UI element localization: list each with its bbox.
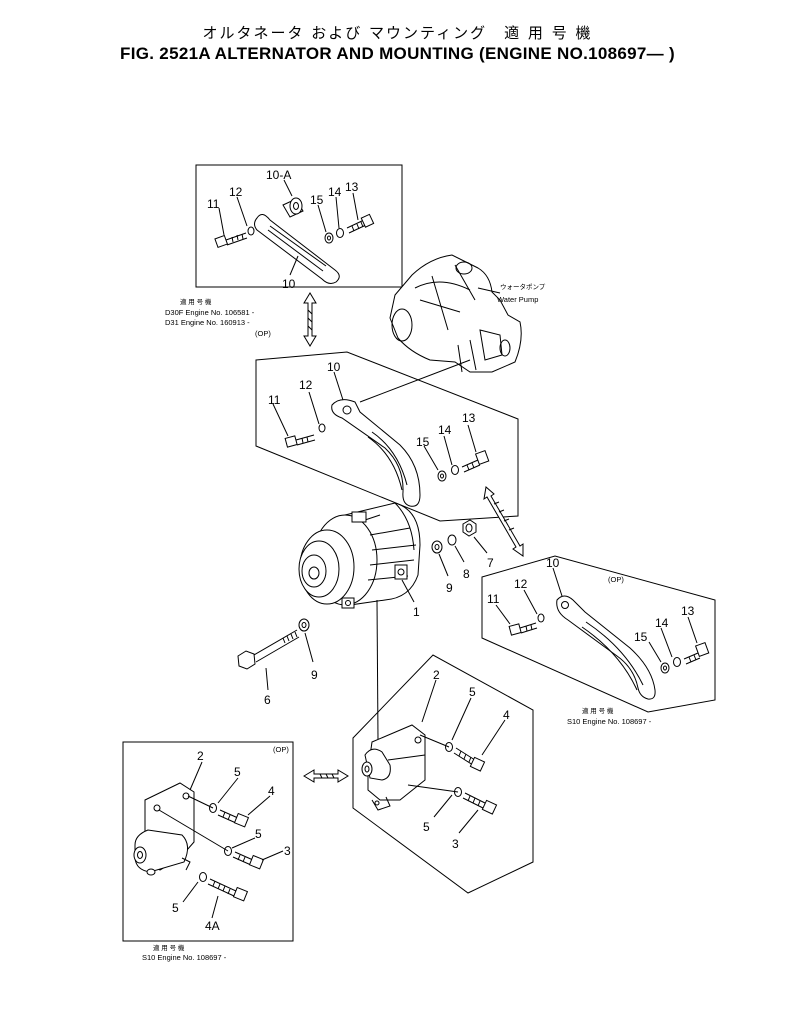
top-box-engine-1: D30F Engine No. 106581 - (165, 308, 255, 317)
center-box-frame (352, 654, 534, 894)
washer-part (199, 872, 207, 882)
bolt-part (683, 641, 710, 665)
bolt-part (462, 792, 498, 815)
callout-4a: 4A (205, 919, 220, 933)
center-bracket-box: 2 5 4 5 3 (352, 654, 534, 894)
top-option-box: 10-A 12 11 15 14 13 10 (195, 164, 403, 291)
right-box-frame (481, 555, 716, 713)
bolt-part (508, 622, 538, 636)
callout-6: 6 (264, 693, 271, 707)
figure-title: FIG. 2521A ALTERNATOR AND MOUNTING (ENGI… (120, 44, 675, 63)
callout-15: 15 (416, 435, 430, 449)
bolt-part (453, 747, 486, 772)
bolt-part (214, 232, 248, 249)
callout-12: 12 (229, 185, 243, 199)
right-box-engine: S10 Engine No. 108697 - (567, 717, 652, 726)
brace-part (556, 595, 656, 700)
callout-4: 4 (503, 708, 510, 722)
callout-5: 5 (423, 820, 430, 834)
callout-12: 12 (514, 577, 528, 591)
left-box-op: (OP) (273, 745, 289, 754)
callout-10: 10 (546, 556, 560, 570)
left-box-frame (122, 741, 294, 942)
washer-part (298, 618, 310, 632)
callout-9: 9 (311, 668, 318, 682)
callout-3: 3 (452, 837, 459, 851)
callout-13: 13 (345, 180, 359, 194)
callout-13: 13 (681, 604, 695, 618)
callout-7: 7 (487, 556, 494, 570)
long-bolt-part (237, 629, 300, 670)
interchange-arrow (303, 292, 317, 347)
callout-11: 11 (487, 592, 500, 606)
figure-title-japanese: オルタネータ および マウンティング 適 用 号 機 (202, 24, 593, 42)
bolt-part (232, 851, 265, 870)
bolt-part (284, 434, 316, 448)
callout-4: 4 (268, 784, 275, 798)
callout-5: 5 (234, 765, 241, 779)
bolt-part (461, 449, 490, 473)
callout-11: 11 (207, 197, 220, 211)
water-pump-label: Water Pump (497, 295, 538, 304)
washer-part (537, 613, 545, 623)
washer-part (447, 534, 457, 546)
bolt-part (207, 878, 249, 902)
callout-15: 15 (310, 193, 324, 207)
callout-3: 3 (284, 844, 291, 858)
callout-8: 8 (463, 567, 470, 581)
top-box-note: 適 用 号 機 D30F Engine No. 106581 - D31 Eng… (165, 297, 271, 338)
left-option-box: (OP) (122, 741, 294, 962)
spacer-part (282, 197, 304, 218)
top-box-op: (OP) (255, 329, 271, 338)
top-box-engine-2: D31 Engine No. 160913 - (165, 318, 250, 327)
callout-2: 2 (197, 749, 204, 763)
callout-14: 14 (655, 616, 669, 630)
upper-box-frame (255, 351, 519, 522)
top-box-frame (195, 164, 403, 288)
callout-13: 13 (462, 411, 476, 425)
callout-14: 14 (328, 185, 342, 199)
callout-9: 9 (446, 581, 453, 595)
brace-part (254, 214, 340, 284)
callout-10: 10 (282, 277, 296, 291)
callout-11: 11 (268, 393, 281, 407)
callout-15: 15 (634, 630, 648, 644)
nut-part (462, 519, 477, 537)
interchange-arrow (483, 486, 524, 557)
left-box-engine: S10 Engine No. 108697 - (142, 953, 227, 962)
callout-5: 5 (172, 901, 179, 915)
interchange-arrow (303, 769, 349, 783)
callout-5: 5 (469, 685, 476, 699)
washer-part (318, 423, 326, 433)
callout-2: 2 (433, 668, 440, 682)
washer-part (247, 226, 255, 236)
left-box-caption-jp: 適 用 号 機 (153, 943, 185, 952)
water-pump-label-jp: ウォータポンプ (500, 282, 546, 291)
right-box-op: (OP) (608, 575, 624, 584)
alternator: 1 7 8 9 6 9 (237, 502, 494, 741)
brace-part (331, 399, 421, 507)
bolt-part (217, 809, 250, 828)
callout-10: 10 (327, 360, 341, 374)
callout-1: 1 (413, 605, 420, 619)
callout-12: 12 (299, 378, 313, 392)
callout-5: 5 (255, 827, 262, 841)
bolt-part (346, 213, 375, 234)
washer-part (431, 540, 443, 554)
water-pump: ウォータポンプ Water Pump (389, 254, 546, 373)
bracket-part (367, 724, 426, 801)
top-box-caption-jp: 適 用 号 機 (180, 297, 212, 306)
right-box-caption-jp: 適 用 号 機 (582, 706, 614, 715)
callout-14: 14 (438, 423, 452, 437)
callout-10a: 10-A (266, 168, 291, 182)
upper-bracket-box: 10 12 11 15 14 13 (255, 351, 519, 522)
right-option-box: (OP) 10 12 11 14 13 15 適 用 号 機 (481, 555, 716, 726)
